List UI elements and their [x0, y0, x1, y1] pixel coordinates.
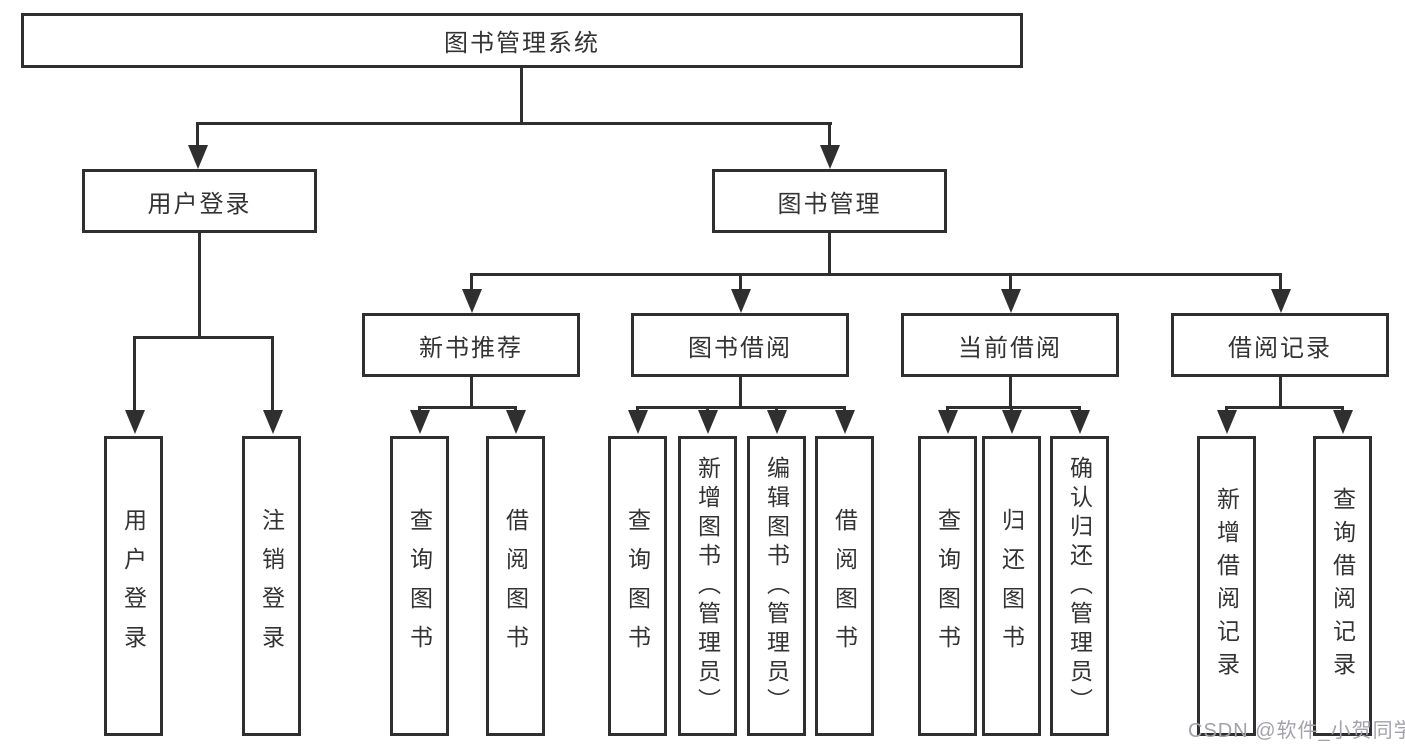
arrow-down-icon: [462, 289, 482, 313]
arrow-down-icon: [698, 410, 718, 434]
arrow-down-icon: [410, 410, 430, 434]
node-bb-add-books: 新增图书（管理员）: [678, 436, 737, 736]
connector-line: [1341, 406, 1344, 412]
node-br-add-record: 新增借阅记录: [1197, 436, 1256, 736]
node-nb-borrow-books: 借阅图书: [486, 436, 545, 736]
connector-line: [133, 336, 274, 339]
arrow-down-icon: [263, 410, 283, 434]
node-borrow-records: 借阅记录: [1171, 313, 1389, 377]
node-nb-query-books: 查询图书: [390, 436, 449, 736]
arrow-down-icon: [1271, 289, 1291, 313]
node-bb-edit-books: 编辑图书（管理员）: [747, 436, 806, 736]
arrow-down-icon: [820, 145, 840, 169]
connector-line: [470, 377, 473, 406]
connector-line: [271, 336, 274, 410]
connector-line: [1225, 406, 1228, 412]
node-bb-query-books: 查询图书: [608, 436, 667, 736]
node-logout: 注销登录: [242, 436, 301, 736]
connector-line: [196, 122, 832, 125]
arrow-down-icon: [1070, 410, 1090, 434]
arrow-down-icon: [938, 410, 958, 434]
arrow-down-icon: [506, 410, 526, 434]
arrow-down-icon: [1002, 410, 1022, 434]
node-book-borrow: 图书借阅: [631, 313, 849, 377]
node-current-borrow: 当前借阅: [901, 313, 1119, 377]
connector-line: [1010, 406, 1013, 412]
connector-line: [133, 336, 136, 410]
connector-line: [828, 122, 831, 145]
connector-line: [946, 406, 1081, 409]
arrow-down-icon: [731, 289, 751, 313]
connector-line: [775, 406, 778, 412]
connector-line: [520, 68, 523, 122]
node-cb-return-books: 归还图书: [982, 436, 1041, 736]
connector-line: [1279, 273, 1282, 289]
connector-line: [1078, 406, 1081, 412]
node-br-query-record: 查询借阅记录: [1313, 436, 1372, 736]
connector-line: [470, 273, 1282, 276]
connector-line: [196, 122, 199, 145]
node-cb-query-books: 查询图书: [918, 436, 977, 736]
arrow-down-icon: [628, 410, 648, 434]
node-library-system: 图书管理系统: [21, 13, 1023, 68]
arrow-down-icon: [767, 410, 787, 434]
node-bb-borrow-books: 借阅图书: [815, 436, 874, 736]
connector-line: [198, 233, 201, 336]
node-book-management: 图书管理: [712, 169, 947, 233]
connector-line: [1009, 273, 1012, 289]
connector-line: [739, 273, 742, 289]
watermark: CSDN @软件_小贺同学: [1188, 720, 1405, 742]
arrow-down-icon: [125, 410, 145, 434]
connector-line: [843, 406, 846, 412]
connector-line: [706, 406, 709, 412]
connector-line: [514, 406, 517, 412]
connector-line: [418, 406, 421, 412]
connector-line: [828, 233, 831, 273]
arrow-down-icon: [1001, 289, 1021, 313]
arrow-down-icon: [1333, 410, 1353, 434]
node-cb-confirm-return: 确认归还（管理员）: [1050, 436, 1109, 736]
arrow-down-icon: [835, 410, 855, 434]
node-new-book-recommend: 新书推荐: [362, 313, 580, 377]
connector-line: [418, 406, 517, 409]
connector-line: [1225, 406, 1344, 409]
node-user-login: 用户登录: [82, 169, 317, 233]
connector-line: [1279, 377, 1282, 406]
connector-line: [636, 406, 846, 409]
connector-line: [739, 377, 742, 406]
connector-line: [470, 273, 473, 289]
connector-line: [636, 406, 639, 412]
arrow-down-icon: [188, 145, 208, 169]
arrow-down-icon: [1217, 410, 1237, 434]
connector-line: [946, 406, 949, 412]
connector-line: [1009, 377, 1012, 406]
node-login: 用户登录: [104, 436, 163, 736]
